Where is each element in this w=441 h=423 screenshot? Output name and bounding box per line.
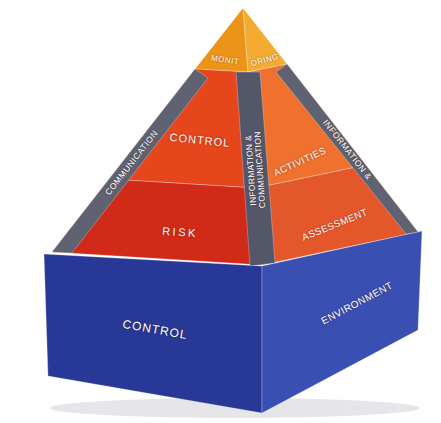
face-polygon xyxy=(52,69,208,253)
band-label: INFORMATION & xyxy=(321,118,374,182)
face-polygon xyxy=(243,8,287,72)
band-label: COMMUNICATION xyxy=(104,129,160,197)
face-shape xyxy=(44,231,422,413)
face-polygon xyxy=(44,254,262,413)
information-strip: INFORMATION & COMMUNICATION xyxy=(236,72,275,266)
control-environment-band: CONTROLENVIRONMENT xyxy=(44,231,422,413)
face-polygon xyxy=(195,8,248,72)
information-strip: INFORMATION & xyxy=(276,64,418,234)
monitoring-band: MONITORING xyxy=(195,8,287,72)
communication-strip: COMMUNICATION xyxy=(52,69,208,253)
face-polygon xyxy=(236,72,275,266)
band-label: RISK xyxy=(162,225,198,240)
face-polygon xyxy=(276,64,418,234)
face-polygon xyxy=(262,231,422,413)
